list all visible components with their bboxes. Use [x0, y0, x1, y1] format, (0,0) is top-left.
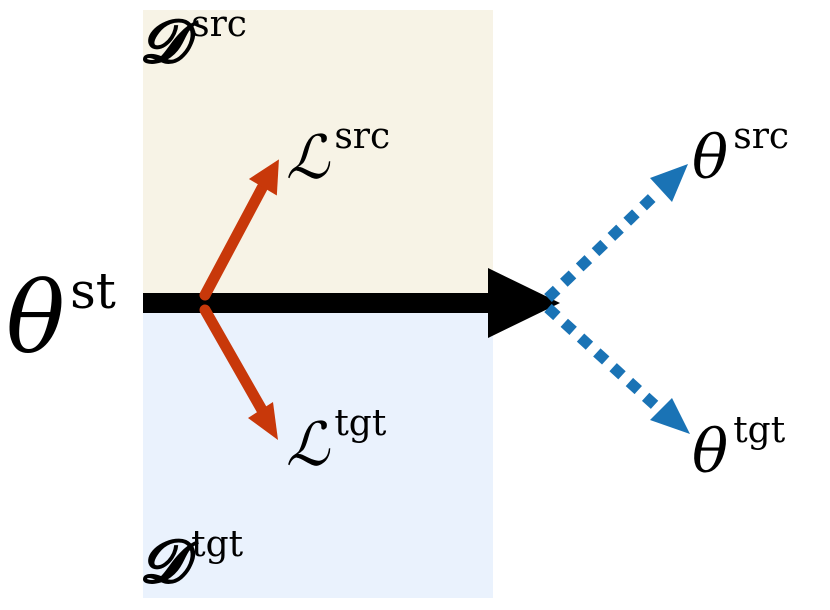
target-domain-sup: tgt	[191, 524, 244, 565]
theta-src-symbol: θ	[692, 123, 728, 193]
main-arrow-head	[488, 268, 560, 338]
theta-tgt-sup: tgt	[733, 410, 786, 451]
theta-src-label: θ src	[692, 116, 789, 193]
loss-tgt-arrow-head	[248, 402, 278, 440]
source-domain-region	[143, 10, 493, 300]
loss-src-label: ℒ src	[286, 116, 390, 193]
loss-tgt-label: ℒ tgt	[286, 403, 387, 480]
target-domain-label: 𝓓 tgt	[140, 524, 244, 597]
loss-src-sup: src	[334, 116, 390, 157]
theta-start-symbol: θ	[6, 262, 65, 376]
output-src-arrow-head	[650, 164, 688, 202]
theta-tgt-label: θ tgt	[692, 410, 786, 487]
theta-tgt-symbol: θ	[692, 417, 728, 487]
theta-src-sup: src	[733, 116, 789, 157]
loss-src-arrow-shaft	[199, 182, 268, 301]
loss-tgt-symbol: ℒ	[286, 410, 331, 480]
loss-src-symbol: ℒ	[286, 123, 331, 193]
source-domain-sup: src	[191, 4, 247, 45]
output-src-arrow-shaft	[544, 188, 662, 302]
loss-tgt-arrow-shaft	[199, 304, 268, 416]
output-tgt-arrow-shaft	[544, 303, 662, 413]
loss-tgt-sup: tgt	[334, 403, 387, 444]
theta-start-sup: st	[70, 262, 116, 320]
loss-src-arrow-head	[248, 159, 279, 196]
theta-start-label: θ st	[6, 262, 116, 376]
target-domain-region	[143, 300, 493, 598]
output-tgt-arrow-head	[650, 398, 690, 434]
